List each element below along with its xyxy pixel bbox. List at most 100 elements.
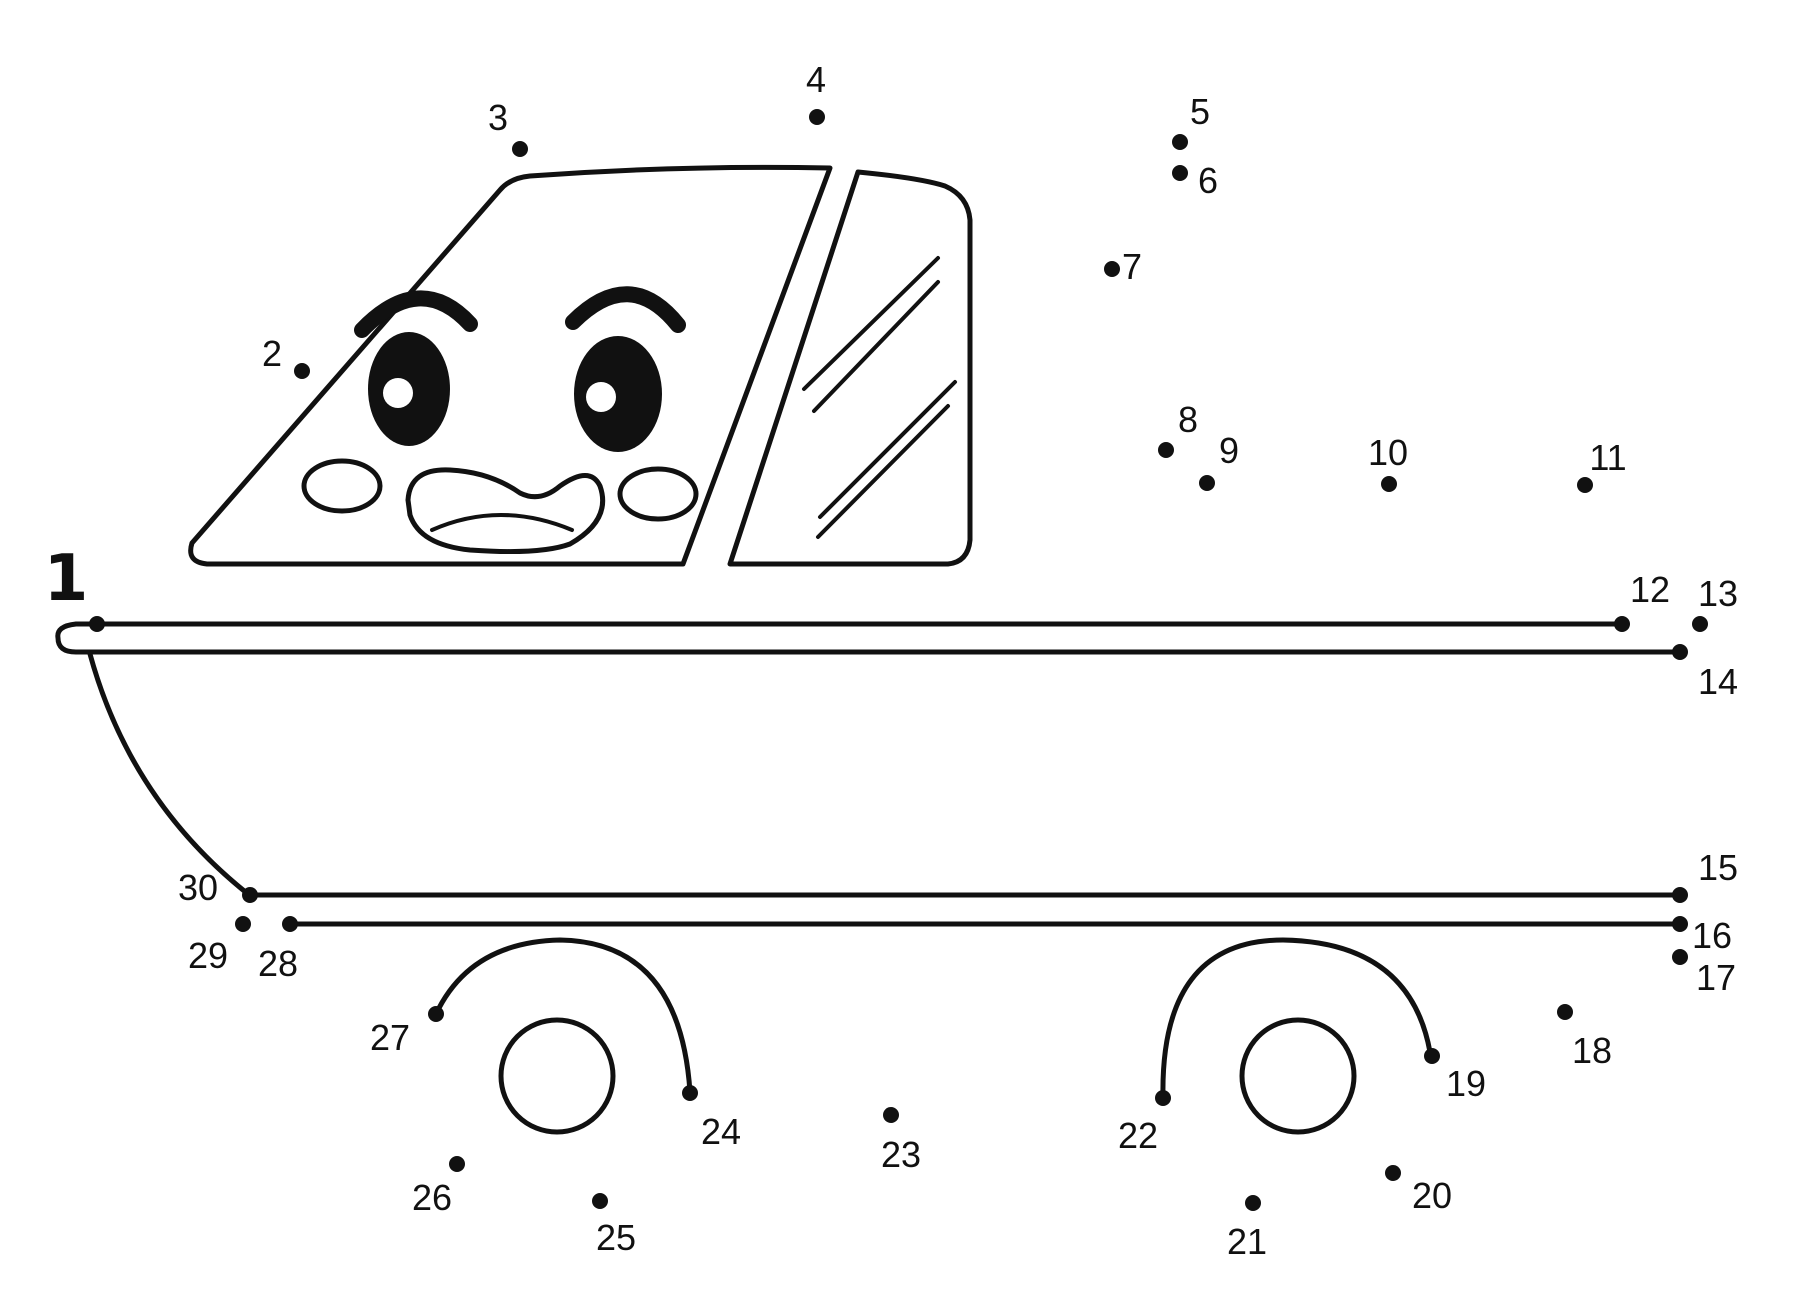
dot-1: 1: [44, 542, 105, 632]
right-cheek: [617, 466, 699, 522]
dot-number-label: 30: [178, 867, 218, 908]
dot-marker: [1577, 477, 1593, 493]
dot-marker: [1672, 949, 1688, 965]
truck-bed-rail: [55, 621, 1683, 655]
left-eye-highlight: [383, 378, 413, 408]
dot-number-label: 23: [881, 1134, 921, 1175]
dot-number-label: 21: [1227, 1221, 1267, 1262]
dot-8: 8: [1158, 399, 1198, 458]
dot-number-label: 28: [258, 943, 298, 984]
dot-17: 17: [1672, 949, 1736, 998]
dot-28: 28: [258, 916, 298, 984]
dot-number-label: 1: [44, 542, 89, 616]
dot-number-label: 24: [701, 1111, 741, 1152]
dot-marker: [1172, 165, 1188, 181]
dot-10: 10: [1368, 432, 1408, 492]
window-glare-line: [816, 404, 950, 539]
window-glare-line: [818, 380, 957, 519]
dot-marker: [1104, 261, 1120, 277]
window-glare-line: [812, 280, 940, 413]
window-glare-line: [802, 256, 940, 391]
face: [301, 286, 699, 555]
dot-number-label: 16: [1692, 915, 1732, 956]
dot-6: 6: [1172, 160, 1218, 201]
mouth-inner: [430, 513, 574, 532]
dot-marker: [449, 1156, 465, 1172]
dot-marker: [1172, 134, 1188, 150]
front-wheel-arch: [433, 937, 693, 1095]
dot-marker: [1245, 1195, 1261, 1211]
dot-11: 11: [1577, 437, 1627, 493]
dot-marker: [1614, 616, 1630, 632]
dot-number-label: 15: [1698, 847, 1738, 888]
dot-marker: [1672, 916, 1688, 932]
dot-number-label: 29: [188, 935, 228, 976]
dot-marker: [1381, 476, 1397, 492]
dot-marker: [89, 616, 105, 632]
dot-marker: [1672, 887, 1688, 903]
dot-marker: [242, 887, 258, 903]
dot-29: 29: [188, 916, 251, 976]
dot-number-label: 10: [1368, 432, 1408, 473]
dot-3: 3: [488, 97, 528, 157]
dot-12: 12: [1614, 569, 1670, 632]
dot-marker: [235, 916, 251, 932]
dot-number-label: 18: [1572, 1030, 1612, 1071]
dot-marker: [1557, 1004, 1573, 1020]
dot-number-label: 27: [370, 1017, 410, 1058]
left-cheek: [301, 458, 383, 514]
dot-14: 14: [1672, 644, 1738, 702]
truck-hull-curve: [87, 651, 251, 897]
dot-number-label: 13: [1698, 573, 1738, 614]
dot-marker: [1385, 1165, 1401, 1181]
mouth: [405, 467, 606, 555]
right-eye: [574, 336, 662, 452]
dot-number-label: 12: [1630, 569, 1670, 610]
dot-number-label: 6: [1198, 160, 1218, 201]
dot-number-label: 5: [1190, 91, 1210, 132]
dot-19: 19: [1424, 1048, 1486, 1104]
dot-16: 16: [1672, 915, 1732, 956]
dot-marker: [1424, 1048, 1440, 1064]
dot-marker: [512, 141, 528, 157]
dot-number-label: 19: [1446, 1063, 1486, 1104]
right-eye-highlight: [586, 382, 616, 412]
dot-2: 2: [262, 333, 310, 379]
left-eyebrow: [354, 290, 478, 338]
dot-27: 27: [370, 1006, 444, 1058]
dot-18: 18: [1557, 1004, 1612, 1071]
dot-marker: [1199, 475, 1215, 491]
dot-25: 25: [592, 1193, 636, 1258]
dot-13: 13: [1692, 573, 1738, 632]
windshield-outline: [188, 164, 833, 567]
front-wheel: [498, 1017, 616, 1135]
dot-7: 7: [1104, 246, 1142, 287]
dot-15: 15: [1672, 847, 1738, 903]
dot-number-label: 14: [1698, 661, 1738, 702]
side-window-outline: [727, 169, 973, 567]
dot-number-label: 22: [1118, 1115, 1158, 1156]
dot-marker: [592, 1193, 608, 1209]
dot-9: 9: [1199, 430, 1239, 491]
dot-30: 30: [178, 867, 258, 908]
dot-marker: [682, 1085, 698, 1101]
rear-wheel-arch: [1160, 937, 1433, 1101]
right-eyebrow: [565, 286, 686, 333]
dot-number-label: 3: [488, 97, 508, 138]
dot-number-label: 2: [262, 333, 282, 374]
dot-20: 20: [1385, 1165, 1452, 1216]
dot-4: 4: [806, 59, 826, 125]
dot-marker: [428, 1006, 444, 1022]
dot-number-label: 8: [1178, 399, 1198, 440]
dot-number-label: 20: [1412, 1175, 1452, 1216]
rear-wheel: [1239, 1017, 1357, 1135]
dot-26: 26: [412, 1156, 465, 1218]
dot-number-label: 4: [806, 59, 826, 100]
dot-21: 21: [1227, 1195, 1267, 1262]
dot-marker: [809, 109, 825, 125]
dot-number-label: 9: [1219, 430, 1239, 471]
dot-number-label: 11: [1589, 437, 1626, 478]
